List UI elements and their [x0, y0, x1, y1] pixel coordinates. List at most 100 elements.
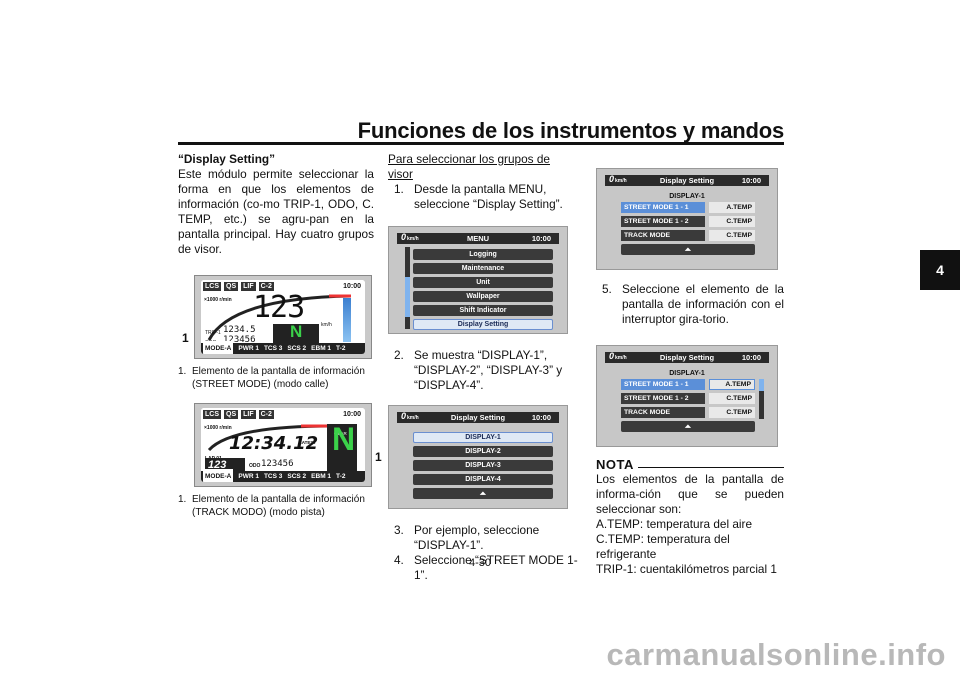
track-mode-value: C.TEMP: [709, 230, 755, 241]
nota-title: NOTA: [596, 457, 634, 472]
step-number: 4.: [394, 553, 404, 567]
step-number: 5.: [602, 282, 612, 296]
callout-1: 1: [182, 331, 189, 345]
street-mode-1-1-value: A.TEMP: [709, 202, 755, 213]
step-text: Se muestra “DISPLAY-1”, “DISPLAY-2”, “DI…: [414, 348, 563, 392]
title-rule: [178, 142, 784, 145]
tachometer-arc: [207, 424, 332, 452]
status-bar: LCS QS LIF C-2 10:00: [201, 280, 365, 292]
column-left: “Display Setting” Este módulo permite se…: [178, 152, 382, 519]
rpm-label: ×1000 r/min: [204, 425, 232, 431]
street-mode-1-2-value: C.TEMP: [709, 216, 755, 227]
lcs-indicator: LCS: [203, 409, 221, 419]
screen-header: 0km/h MENU 10:00: [397, 232, 559, 244]
pwr-label: PWR 1: [238, 473, 259, 480]
caption-text: Elemento de la pantalla de información (…: [192, 494, 365, 518]
screen-time: 10:00: [741, 353, 761, 362]
odo-value: 123456: [261, 459, 294, 469]
display-3-item: DISPLAY-3: [413, 460, 553, 471]
step-text: Desde la pantalla MENU, seleccione “Disp…: [414, 182, 563, 211]
watermark: carmanualsonline.info: [606, 637, 946, 672]
column-middle: Para seleccionar los grupos de visor 1. …: [388, 152, 578, 583]
nota-line-3: C.TEMP: temperatura del refrigerante: [596, 532, 730, 561]
nota-rule: [637, 467, 784, 468]
menu-item-maintenance: Maintenance: [413, 263, 553, 274]
step-text: Por ejemplo, seleccione “DISPLAY-1”.: [414, 523, 540, 552]
display-1-selected-screen-figure: 0km/h Display Setting 10:00 DISPLAY-1 ST…: [596, 345, 778, 447]
screen-time: 10:00: [531, 234, 551, 243]
step-5: 5. Seleccione el elemento de la pantalla…: [596, 282, 784, 327]
speed-value: 123: [208, 459, 227, 471]
caption-number: 1.: [178, 494, 187, 505]
display-1-screen-figure: 0km/h Display Setting 10:00 DISPLAY-1 ST…: [596, 168, 778, 270]
trip-value: 1234.5: [223, 325, 256, 335]
speed-readout: 0km/h: [609, 174, 627, 184]
scroll-knob: [405, 277, 410, 317]
tcs-label: TCS 3: [263, 473, 283, 480]
track-mode-row: TRACK MODE: [621, 230, 705, 241]
speed-readout: 0km/h: [609, 351, 627, 361]
speed-value: 123: [253, 290, 305, 325]
gear-indicator: N: [273, 322, 319, 344]
rpm-label: ×1000 r/min: [204, 297, 232, 303]
clock: 10:00: [343, 282, 361, 290]
step-3: 3. Por ejemplo, seleccione “DISPLAY-1”.: [388, 523, 578, 553]
intro-paragraph: Este módulo permite seleccionar la forma…: [178, 167, 374, 256]
menu-item-shift-indicator: Shift Indicator: [413, 305, 553, 316]
figure-2-caption: 1. Elemento de la pantalla de informació…: [178, 493, 374, 519]
qs-indicator: QS: [224, 281, 239, 291]
t2-label: T-2: [336, 473, 346, 480]
latest-label: LATEST: [299, 440, 317, 445]
display-4-item: DISPLAY-4: [413, 474, 553, 485]
trip-label: TRIP-1: [205, 330, 221, 336]
display-panel: LCS QS LIF C-2 10:00 ×1000 r/min LAP 01 …: [201, 408, 365, 482]
nota-line-2: A.TEMP: temperatura del aire: [596, 517, 753, 531]
tachometer-arc: [207, 294, 352, 341]
figure-1-caption: 1. Elemento de la pantalla de informació…: [178, 365, 374, 391]
odo-label: ODO: [249, 463, 261, 469]
column-right: 0km/h Display Setting 10:00 DISPLAY-1 ST…: [596, 168, 784, 577]
clock: 10:00: [343, 410, 361, 418]
step-1: 1. Desde la pantalla MENU, seleccione “D…: [388, 182, 578, 212]
nota-line-4: TRIP-1: cuentakilómetros parcial 1: [596, 562, 777, 576]
callout-1: 1: [375, 450, 382, 464]
ebm-label: EBM 1: [311, 345, 332, 352]
status-bar: LCS QS LIF C-2 10:00: [201, 408, 365, 420]
step-text: Seleccione “STREET MODE 1-1”.: [414, 553, 578, 582]
screen-time: 10:00: [741, 176, 761, 185]
scs-label: SCS 2: [287, 345, 307, 352]
odo-value: 123456: [223, 335, 256, 345]
subheading: Para seleccionar los grupos de visor: [388, 152, 550, 181]
temp-bar: [343, 298, 351, 342]
step-number: 1.: [394, 182, 404, 196]
scs-label: SCS 2: [287, 473, 307, 480]
step-4: 4. Seleccione “STREET MODE 1-1”.: [388, 553, 578, 583]
speed-readout: 0km/h: [401, 411, 419, 421]
ebm-label: EBM 1: [311, 473, 332, 480]
mode-label: MODE-A: [203, 341, 234, 354]
caption-number: 1.: [178, 366, 187, 377]
lif-indicator: LIF: [241, 409, 256, 419]
screen-title: Display Setting: [659, 353, 715, 362]
gear-box: GEAR N: [327, 421, 357, 472]
screen-time: 10:00: [531, 413, 551, 422]
screen-subtitle: DISPLAY-1: [669, 193, 705, 200]
step-number: 3.: [394, 523, 404, 537]
street-mode-1-2-row: STREET MODE 1 - 2: [621, 216, 705, 227]
pwr-label: PWR 1: [238, 345, 259, 352]
gear-value: N: [290, 322, 303, 341]
street-mode-display-figure: LCS QS LIF C-2 10:00 ×1000 r/min 123 km/…: [182, 275, 372, 359]
scroll-bar: [405, 247, 410, 329]
street-mode-1-2-value: C.TEMP: [709, 393, 755, 404]
gear-value: N: [332, 421, 356, 457]
menu-item-logging: Logging: [413, 249, 553, 260]
step-number: 2.: [394, 348, 404, 362]
c2-indicator: C-2: [258, 281, 274, 291]
track-mode-row: TRACK MODE: [621, 407, 705, 418]
tcs-label: TCS 3: [263, 345, 283, 352]
speed-readout: 0km/h: [401, 232, 419, 242]
speed-unit: km/h: [321, 322, 332, 328]
screen-header: 0km/h Display Setting 10:00: [605, 351, 769, 363]
display-2-item: DISPLAY-2: [413, 446, 553, 457]
qs-indicator: QS: [224, 409, 239, 419]
